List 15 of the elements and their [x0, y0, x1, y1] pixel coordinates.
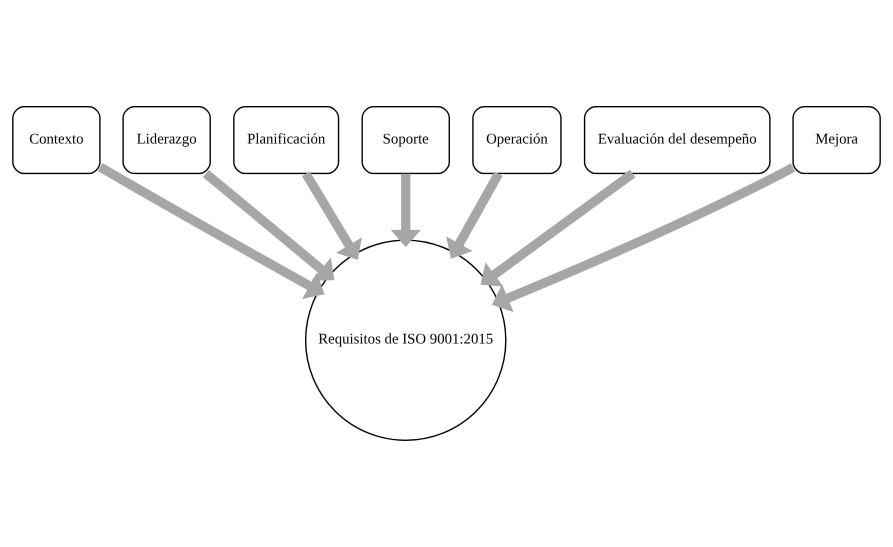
node-box: Mejora [792, 106, 881, 174]
node-circle: Requisitos de ISO 9001:2015 [304, 239, 506, 441]
node-box: Liderazgo [122, 106, 211, 174]
node-box: Evaluación del desempeño [584, 106, 771, 174]
node-box: Planificación [233, 106, 340, 174]
node-box: Contexto [12, 106, 101, 174]
arrow [390, 174, 421, 248]
arrow [98, 163, 325, 299]
node-box: Operación [472, 106, 562, 174]
node-box: Soporte [361, 106, 450, 174]
arrow [480, 170, 636, 287]
arrow [492, 163, 796, 312]
arrow [202, 170, 334, 281]
arrow [446, 171, 503, 259]
arrow [302, 171, 362, 260]
